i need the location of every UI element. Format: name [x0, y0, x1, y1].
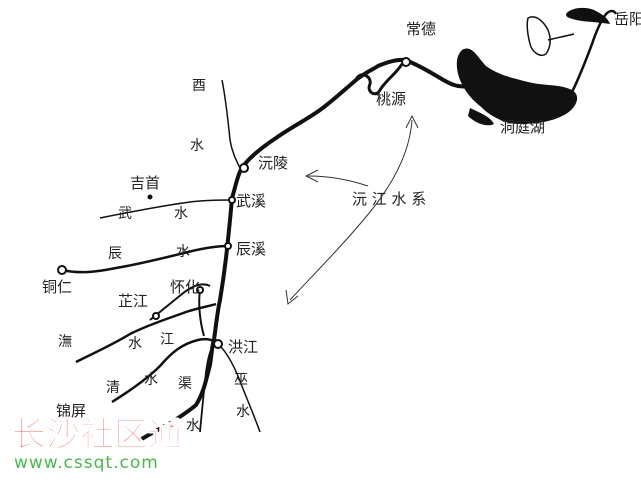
lake-lobe: [468, 108, 494, 126]
label-wu-1: 巫: [234, 372, 248, 388]
label-zhijiang: 芷江: [118, 292, 148, 310]
label-tongren: 铜仁: [42, 278, 72, 296]
yuanjiang-system-arrow: [289, 119, 413, 301]
label-youshui-2: 水: [190, 138, 204, 154]
hongjiang-marker: [213, 339, 223, 349]
label-hongjiang: 洪江: [228, 338, 258, 356]
youshui-river: [221, 79, 241, 169]
dongting-lake: [456, 48, 578, 124]
pointer-head: [304, 169, 319, 183]
label-chenshui-2: 水: [176, 244, 190, 260]
label-dongtinghu: 洞庭湖: [500, 118, 545, 136]
label-chenxi: 辰溪: [236, 240, 266, 258]
lake-inlet: [547, 33, 575, 41]
label-changde: 常德: [406, 20, 436, 38]
label-wushui-river-1: 潕: [58, 334, 72, 350]
chenshui-river: [61, 244, 229, 274]
label-qingshui-1: 清: [106, 380, 120, 396]
label-taoyuan: 桃源: [376, 90, 406, 108]
label-wushui-river-3: 江: [160, 332, 174, 348]
yuanling-pointer: [307, 175, 369, 187]
upper-lake-outline: [526, 16, 551, 56]
wushui-river: [99, 199, 233, 219]
label-huaihua: 怀化: [170, 278, 200, 296]
label-yuanling: 沅陵: [258, 154, 288, 172]
yuanjiang-meander: [354, 63, 404, 96]
qingshui-river: [111, 337, 217, 404]
label-wushui-1: 武: [118, 206, 132, 222]
label-wushui-2: 水: [174, 206, 188, 222]
label-jinping: 锦屏: [56, 402, 86, 420]
wushui-river-lower: [75, 302, 217, 364]
yueyang-channel: [570, 9, 618, 93]
huaihua-loop: [198, 289, 205, 337]
wu-river: [219, 345, 261, 433]
zhijiang-branch: [149, 283, 211, 321]
label-youshui-1: 酉: [192, 78, 206, 94]
label-jishou: 吉首: [130, 174, 160, 192]
tongren-marker: [57, 265, 67, 275]
label-qushui-2: 水: [186, 418, 200, 434]
label-river-system: 沅 江 水 系: [352, 190, 426, 208]
qushui-river: [199, 343, 215, 433]
chenxi-marker: [224, 242, 232, 250]
jishou-marker: [147, 194, 153, 200]
label-wu-2: 水: [236, 404, 250, 420]
yuanling-marker: [239, 163, 249, 173]
watermark-text: 长沙社区通: [12, 415, 182, 455]
label-wushui-river-2: 水: [128, 336, 142, 352]
label-qingshui-2: 水: [144, 372, 158, 388]
label-chenshui-1: 辰: [108, 246, 122, 262]
huaihua-marker: [196, 286, 204, 294]
watermark-url: www.cssqt.com: [14, 453, 159, 473]
label-wuxi: 武溪: [236, 192, 266, 210]
label-qushui-1: 渠: [178, 376, 192, 392]
yueyang-shore: [566, 7, 610, 24]
label-yueyang: 岳阳: [614, 10, 641, 28]
zhijiang-marker: [152, 312, 160, 320]
label-yueyang-1: 岳阳: [614, 10, 641, 28]
arrow-head-up: [405, 114, 419, 129]
wuxi-marker: [228, 196, 236, 204]
arrow-head-down: [285, 289, 299, 305]
changde-marker: [401, 57, 411, 67]
